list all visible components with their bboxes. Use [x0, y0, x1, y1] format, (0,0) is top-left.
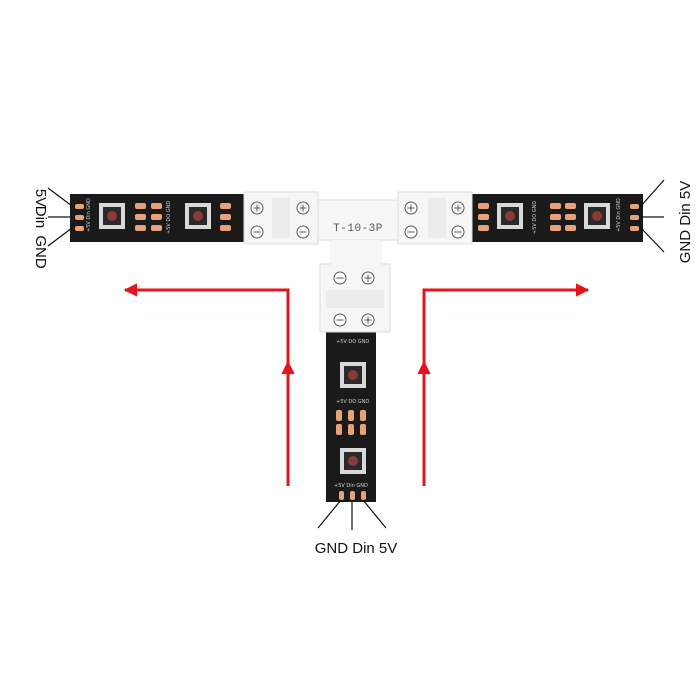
flow-arrow-icon — [123, 283, 290, 486]
plus-terminal-icon — [451, 201, 465, 215]
pad-din — [75, 215, 84, 220]
right-led-strip: +5V DO GND +5V Din GND — [468, 194, 643, 242]
led-chip-icon — [340, 448, 366, 474]
t-connector: T-10-3P — [243, 191, 473, 333]
minus-terminal-icon — [333, 271, 347, 285]
strip-pad-label: +5V Din GND — [334, 483, 368, 489]
minus-terminal-icon — [451, 225, 465, 239]
led-chip-icon — [99, 203, 125, 229]
pad-gnd — [75, 226, 84, 231]
plus-terminal-icon — [250, 201, 264, 215]
strip-pad-label: +5V DO GND — [166, 201, 172, 234]
left-led-strip: +5V Din GND +5V DO GND — [70, 194, 246, 242]
led-chip-icon — [185, 203, 211, 229]
led-chip-icon — [584, 203, 610, 229]
left-label-gnd: GND — [32, 235, 49, 269]
strip-pad-label: +5V DO GND — [532, 201, 538, 234]
strip-pad-label: +5V DO GND — [336, 339, 369, 345]
minus-terminal-icon — [404, 225, 418, 239]
right-label: GND Din 5V — [677, 181, 694, 264]
flow-arrow-icon — [422, 283, 590, 486]
plus-terminal-icon — [361, 313, 375, 327]
plus-terminal-icon — [296, 201, 310, 215]
bottom-led-strip: +5V DO GND +5V DO GND +5V Din GND — [326, 330, 376, 502]
minus-terminal-icon — [296, 225, 310, 239]
left-label-5v: 5V — [32, 189, 49, 207]
bottom-label: GND Din 5V — [315, 540, 398, 557]
minus-terminal-icon — [333, 313, 347, 327]
pad-5v — [75, 204, 84, 209]
plus-terminal-icon — [361, 271, 375, 285]
minus-terminal-icon — [250, 225, 264, 239]
right-leader-lines — [640, 179, 665, 253]
bottom-leader-lines — [317, 499, 387, 530]
led-chip-icon — [497, 203, 523, 229]
strip-pad-label: +5V DO GND — [336, 399, 369, 405]
strip-pad-label: +5V Din GND — [616, 198, 622, 232]
plus-terminal-icon — [404, 201, 418, 215]
connector-model-label: T-10-3P — [333, 223, 383, 235]
left-label-din: Din — [32, 206, 49, 229]
flow-arrows — [123, 283, 590, 486]
led-chip-icon — [340, 362, 366, 388]
left-leader-lines — [47, 187, 73, 247]
strip-pad-label: +5V Din GND — [86, 198, 92, 232]
